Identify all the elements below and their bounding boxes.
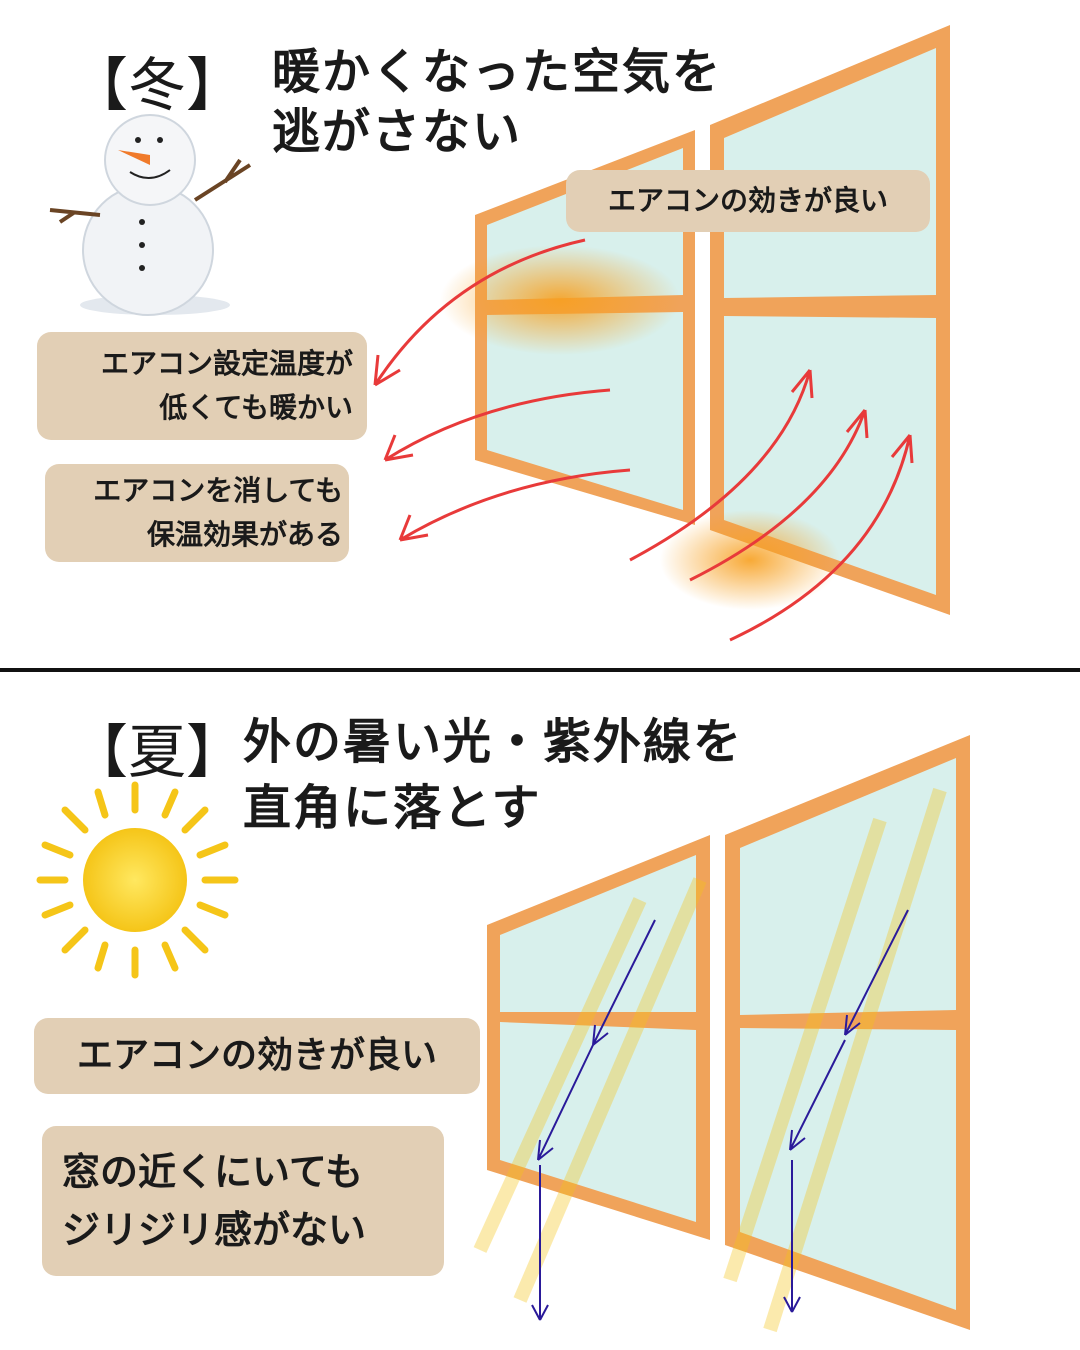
winter-season-label: 【冬】 xyxy=(70,51,245,119)
summer-callout-2-line1: 窓の近くにいても xyxy=(62,1150,363,1194)
summer-title: 外の暑い光・紫外線を 直角に落とす xyxy=(243,712,743,838)
winter-callout-2-line1: エアコンを消しても xyxy=(93,474,343,507)
summer-title-line1: 外の暑い光・紫外線を xyxy=(243,714,744,770)
sun-icon xyxy=(36,781,239,979)
winter-title-line2: 逃がさない xyxy=(272,104,523,160)
summer-callout-1: エアコンの効きが良い xyxy=(34,1018,480,1094)
winter-callout-1-line2: 低くても暖かい xyxy=(159,391,353,424)
section-divider xyxy=(0,668,1080,672)
warm-air-arrows xyxy=(373,238,914,642)
winter-callout-1-line1: エアコン設定温度が xyxy=(100,347,353,380)
winter-callout-2-line2: 保温効果がある xyxy=(146,518,343,551)
summer-window-left xyxy=(487,835,710,1240)
summer-callout-2: 窓の近くにいても ジリジリ感がない xyxy=(42,1126,444,1276)
summer-callout-2-line2: ジリジリ感がない xyxy=(62,1208,367,1252)
winter-callout-2: エアコンを消しても 保温効果がある xyxy=(45,464,349,562)
winter-title: 暖かくなった空気を 逃がさない xyxy=(272,42,722,162)
summer-season-label: 【夏】 xyxy=(70,718,245,786)
winter-title-line1: 暖かくなった空気を xyxy=(272,44,723,100)
summer-window-right xyxy=(725,735,970,1330)
uv-arrows xyxy=(531,909,909,1321)
warm-air-glow xyxy=(660,510,840,610)
winter-callout-1: エアコン設定温度が 低くても暖かい xyxy=(37,332,367,440)
warm-air-glow xyxy=(440,245,680,355)
snowman-icon xyxy=(49,114,252,316)
winter-callout-top: エアコンの効きが良い xyxy=(566,170,930,232)
summer-title-line2: 直角に落とす xyxy=(243,780,542,836)
sunlight-rays xyxy=(473,787,947,1333)
